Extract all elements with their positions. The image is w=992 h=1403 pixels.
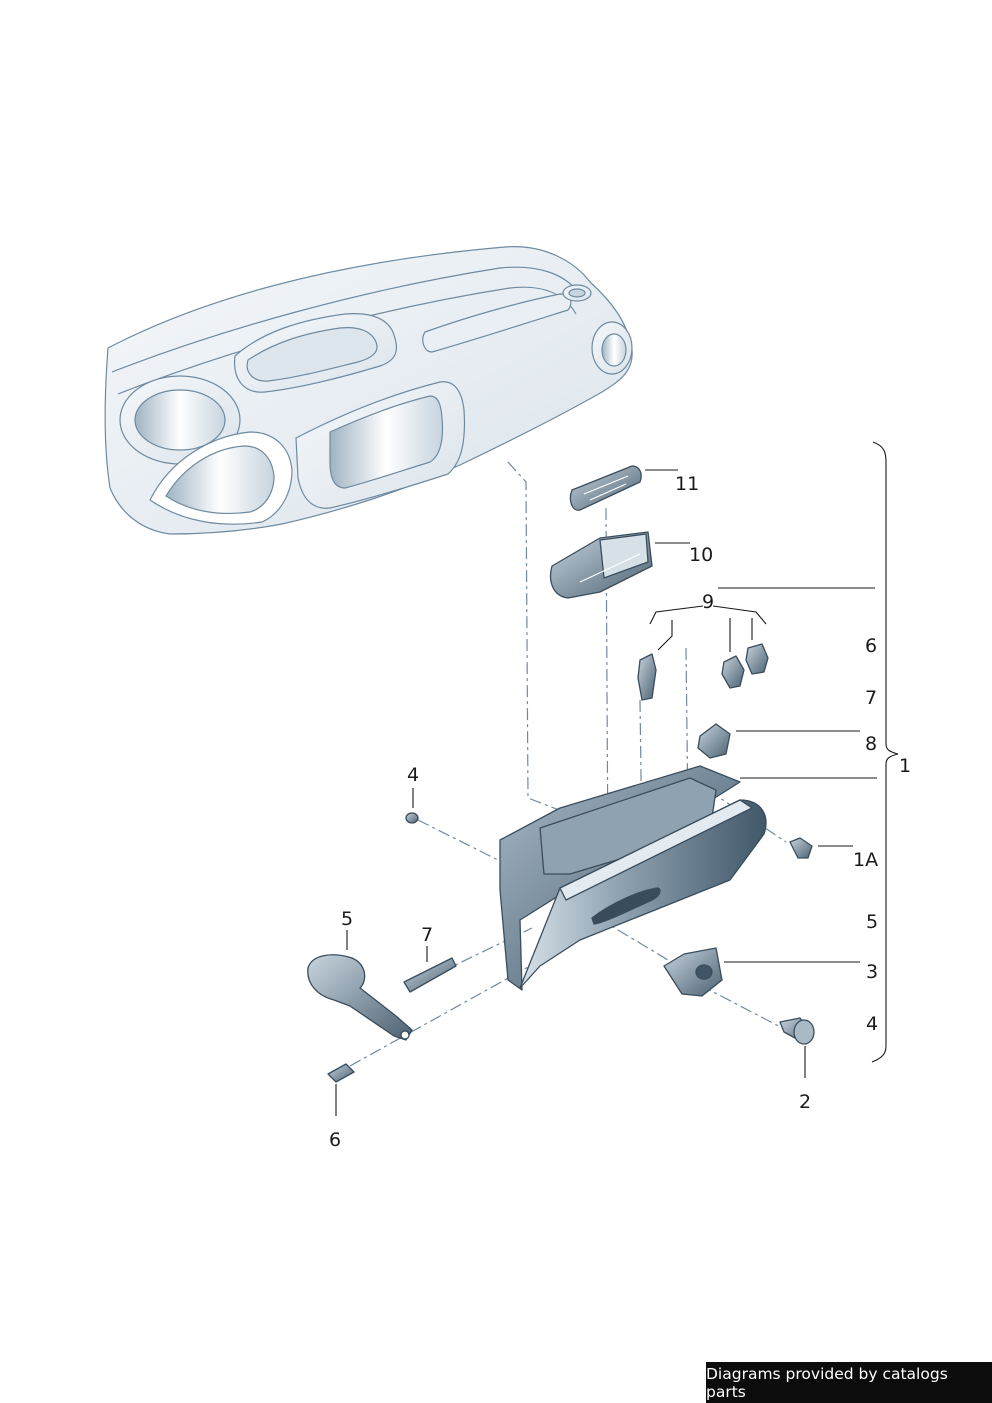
credit-banner: Diagrams provided by catalogs parts <box>706 1362 992 1403</box>
part-3-lock-housing <box>663 947 723 997</box>
callout-7-right: 7 <box>865 687 878 709</box>
part-8-clip <box>697 723 731 759</box>
part-5-damper <box>307 954 413 1041</box>
part-6-screw <box>327 1063 355 1083</box>
callout-1: 1 <box>899 755 912 777</box>
dashboard-panel <box>104 246 633 535</box>
part-10-storage-tray <box>549 531 653 599</box>
callout-10: 10 <box>689 544 714 566</box>
part-11-grip-insert <box>569 465 642 511</box>
callout-4-right: 4 <box>866 1013 879 1035</box>
callout-6-left: 6 <box>329 1129 342 1151</box>
part-1-glove-box <box>499 765 767 991</box>
callout-7-left: 7 <box>421 924 434 946</box>
part-1a-screw <box>789 837 813 859</box>
part-2-lock-cylinder <box>779 1017 815 1045</box>
callout-6-right: 6 <box>865 635 878 657</box>
callout-8-right: 8 <box>865 733 878 755</box>
callout-2: 2 <box>799 1091 812 1113</box>
leader-lines <box>335 441 899 1116</box>
callout-9: 9 <box>702 591 715 613</box>
part-4-nut <box>405 812 419 824</box>
callout-5-right: 5 <box>866 911 879 933</box>
callout-3: 3 <box>866 961 879 983</box>
callout-11: 11 <box>675 473 700 495</box>
part-9-clips <box>637 643 769 701</box>
callout-1a: 1A <box>853 849 879 871</box>
part-7-pin <box>403 957 457 993</box>
callout-4: 4 <box>407 764 420 786</box>
callout-5-left: 5 <box>341 908 354 930</box>
